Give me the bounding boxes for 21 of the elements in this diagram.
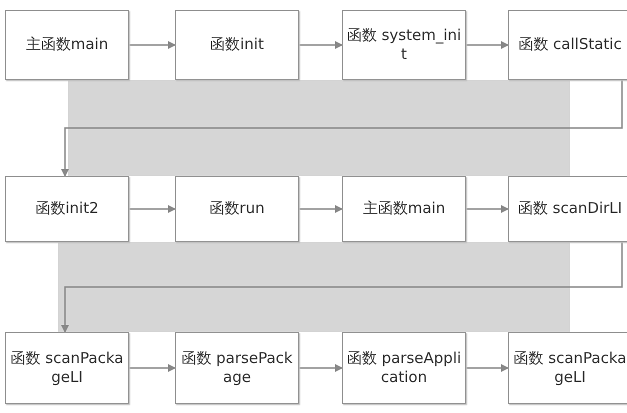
- function-box: 函数 parsePackage: [175, 332, 299, 404]
- function-box: 主函数main: [5, 10, 129, 80]
- arrow: [129, 41, 176, 49]
- arrow: [466, 205, 509, 213]
- function-box: 函数init: [175, 10, 299, 80]
- function-box: 函数 scanPackageLI: [5, 332, 129, 404]
- function-box: 主函数main: [342, 176, 466, 242]
- arrow: [299, 364, 343, 372]
- arrow: [466, 41, 509, 49]
- arrow: [299, 205, 343, 213]
- arrow: [129, 205, 176, 213]
- function-box: 函数 system_init: [342, 10, 466, 80]
- arrow: [466, 364, 509, 372]
- function-box: 函数run: [175, 176, 299, 242]
- arrow: [129, 364, 176, 372]
- arrow: [299, 41, 343, 49]
- function-box: 函数 parseApplication: [342, 332, 466, 404]
- function-box: 函数init2: [5, 176, 129, 242]
- function-box: 函数 scanPackageLI: [508, 332, 627, 404]
- function-box: 函数 callStatic: [508, 10, 627, 80]
- function-box: 函数 scanDirLI: [508, 176, 627, 242]
